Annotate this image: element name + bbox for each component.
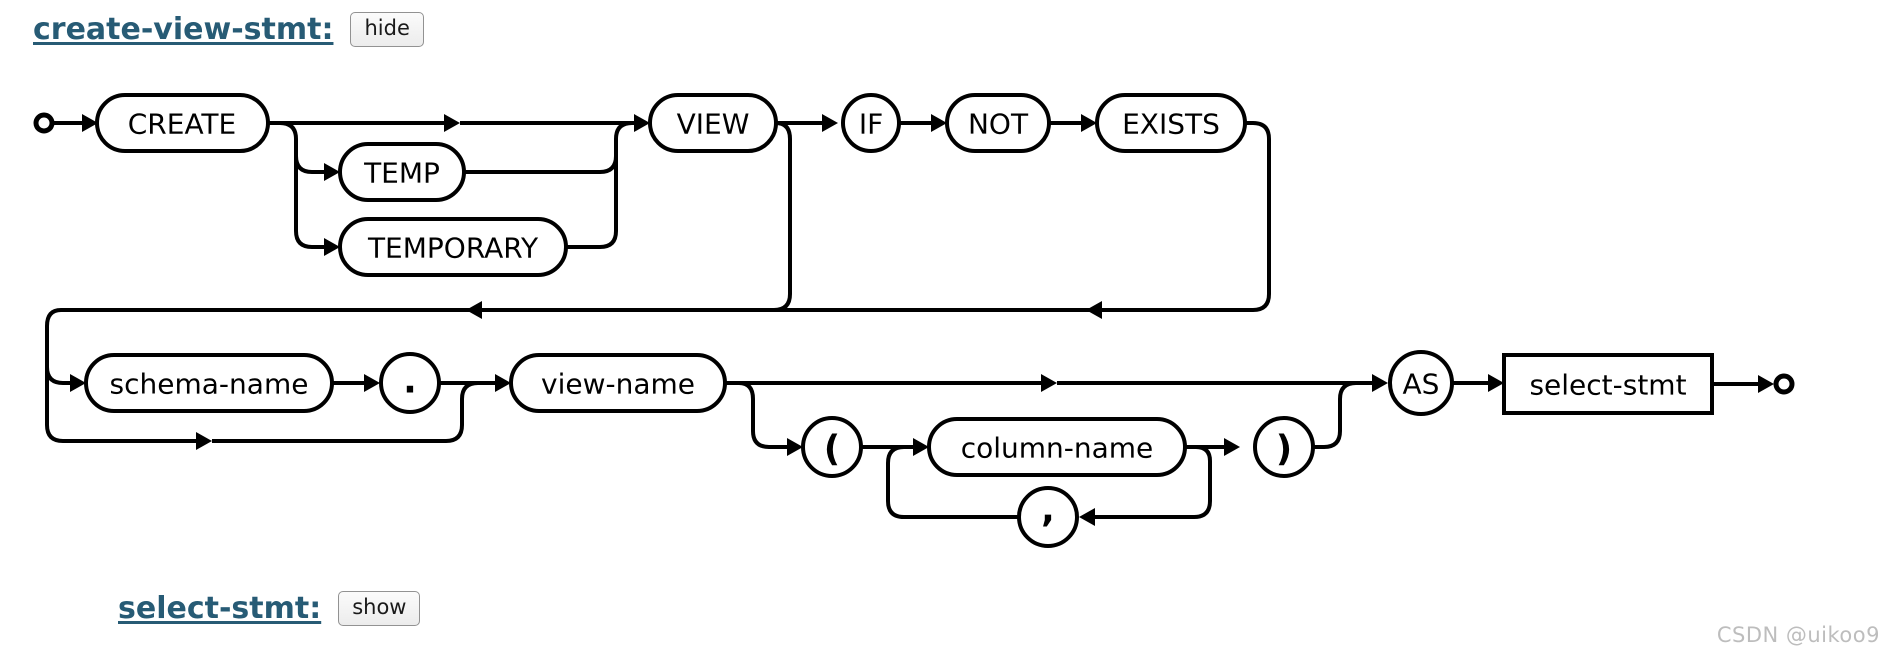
node-column-name-label: column-name: [961, 432, 1154, 465]
rail-arrowheads: [70, 114, 1774, 526]
node-comma-label: ,: [1041, 490, 1055, 531]
node-if-circle: [841, 93, 901, 153]
node-comma-circle: [1017, 486, 1079, 548]
arrowhead-right: [70, 374, 86, 392]
node-temporary-label: TEMPORARY: [367, 232, 539, 265]
arrowhead-right: [1488, 374, 1504, 392]
arrowhead-right: [822, 114, 838, 132]
node-not-pill: [945, 93, 1051, 153]
node-create: CREATE: [95, 93, 270, 153]
arrowhead-right: [324, 238, 340, 256]
node-comma: ,: [1017, 486, 1079, 548]
node-create-pill: [95, 93, 270, 153]
node-schema-name: schema-name: [84, 353, 334, 413]
create-view-stmt-heading-row: create-view-stmt: hide: [33, 12, 424, 47]
node-exists: EXISTS: [1095, 93, 1247, 153]
node-if-label: IF: [859, 108, 883, 141]
node-view-pill: [648, 93, 778, 153]
arrowhead-right: [913, 438, 929, 456]
node-lparen-label: (: [824, 429, 840, 470]
node-temp: TEMP: [338, 142, 466, 202]
rail-segment: [45, 366, 70, 385]
node-temp-label: TEMP: [363, 157, 440, 190]
arrowhead-right: [931, 114, 947, 132]
arrowhead-right: [1758, 375, 1774, 393]
hide-button[interactable]: hide: [350, 12, 424, 47]
node-select-stmt[interactable]: select-stmt: [1502, 353, 1714, 415]
node-select-stmt-box[interactable]: [1502, 353, 1714, 415]
node-rparen: ): [1253, 416, 1315, 478]
node-dot: .: [379, 352, 441, 414]
start-circle: [33, 112, 55, 134]
arrowhead-right: [634, 114, 650, 132]
node-select-stmt-label[interactable]: select-stmt: [1529, 369, 1686, 402]
watermark: CSDN @uikoo9: [1716, 623, 1880, 647]
rail-segment: [738, 381, 787, 449]
rail-segment: [279, 121, 324, 249]
arrowhead-right: [495, 374, 511, 392]
arrowhead-right: [1081, 114, 1097, 132]
arrowhead-right: [82, 114, 98, 132]
node-lparen-circle: [801, 416, 863, 478]
node-view-label: VIEW: [677, 108, 750, 141]
node-exists-pill: [1095, 93, 1247, 153]
node-exists-label: EXISTS: [1122, 108, 1220, 141]
node-rparen-label: ): [1276, 429, 1292, 470]
rail-segment: [1245, 121, 1271, 312]
arrowhead-right: [444, 114, 460, 132]
arrowhead-right: [364, 374, 380, 392]
node-as: AS: [1388, 350, 1454, 416]
select-stmt-heading-row: select-stmt: show: [118, 591, 421, 626]
rail-segment: [1095, 445, 1212, 519]
arrowhead-right: [787, 438, 803, 456]
node-dot-label: .: [403, 361, 417, 402]
arrowhead-right: [1372, 374, 1388, 392]
node-not: NOT: [945, 93, 1051, 153]
node-rparen-circle: [1253, 416, 1315, 478]
node-temporary-pill: [338, 217, 568, 277]
node-lparen: (: [801, 416, 863, 478]
end-circle: [1773, 373, 1795, 395]
arrowhead-right: [1041, 374, 1057, 392]
node-as-circle: [1388, 350, 1454, 416]
node-column-name: column-name: [927, 417, 1187, 477]
rail-segment: [886, 445, 1019, 519]
node-if: IF: [841, 93, 901, 153]
node-view-name-pill: [509, 353, 727, 413]
arrowhead-right: [1224, 438, 1240, 456]
arrowhead-left: [466, 301, 482, 319]
arrowhead-left: [1079, 508, 1095, 526]
node-view-name: view-name: [509, 353, 727, 413]
node-create-label: CREATE: [128, 108, 236, 141]
rail-segment: [773, 121, 792, 312]
rail-lines: [45, 121, 1758, 519]
node-schema-name-pill: [84, 353, 334, 413]
node-dot-circle: [379, 352, 441, 414]
rail-segment: [1313, 381, 1372, 449]
arrowhead-right: [196, 432, 212, 450]
node-as-label: AS: [1403, 368, 1440, 401]
create-view-stmt-link[interactable]: create-view-stmt:: [33, 12, 334, 47]
node-column-name-pill: [927, 417, 1187, 477]
select-stmt-link[interactable]: select-stmt:: [118, 591, 322, 626]
node-temp-pill: [338, 142, 466, 202]
node-view: VIEW: [648, 93, 778, 153]
arrowhead-left: [1086, 301, 1102, 319]
node-temporary: TEMPORARY: [338, 217, 568, 277]
node-view-name-label: view-name: [541, 368, 695, 401]
node-schema-name-label: schema-name: [110, 368, 309, 401]
node-not-label: NOT: [968, 108, 1029, 141]
rail-segment: [566, 121, 633, 249]
arrowhead-right: [324, 163, 340, 181]
show-button[interactable]: show: [338, 591, 421, 626]
rail-segment: [464, 155, 618, 174]
rail-segment: [294, 155, 324, 174]
